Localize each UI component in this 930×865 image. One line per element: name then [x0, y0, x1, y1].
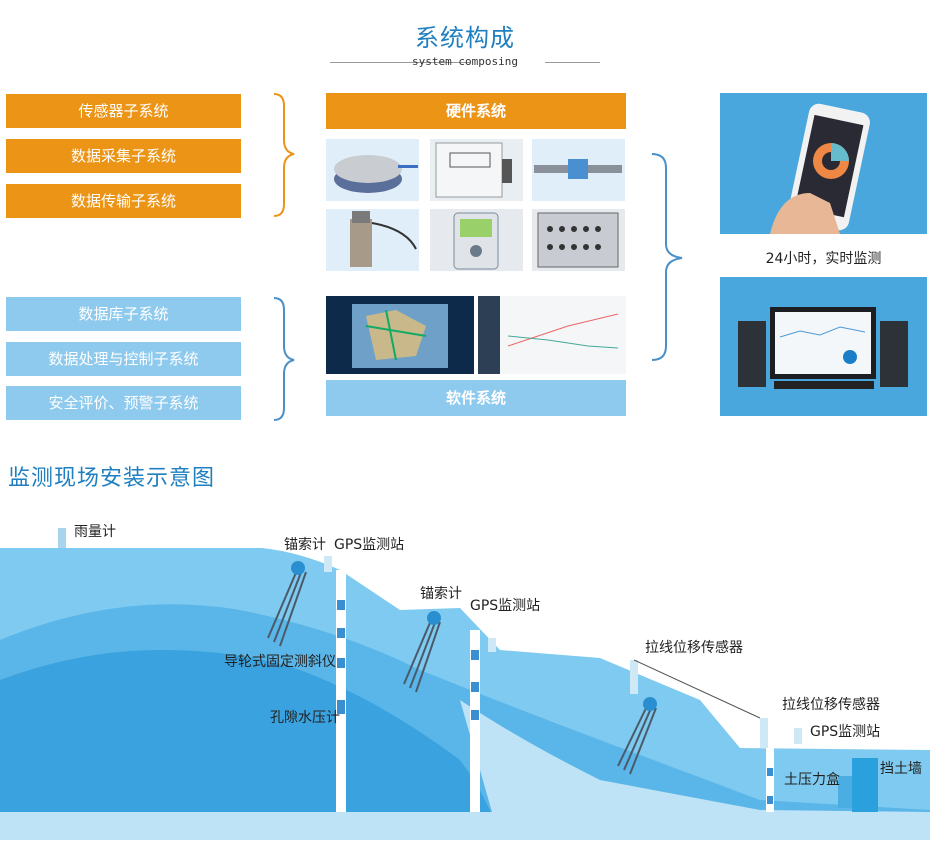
inclinometer-label: 导轮式固定测斜仪 — [224, 654, 336, 670]
retaining-wall-label: 挡土墙 — [880, 761, 922, 777]
acquisition-subsystem-box: 数据采集子系统 — [6, 139, 241, 173]
database-subsystem-box: 数据库子系统 — [6, 297, 241, 331]
hardware-system-bar: 硬件系统 — [326, 93, 626, 129]
borehole-3 — [766, 746, 774, 836]
rain-gauge-label: 雨量计 — [74, 524, 116, 540]
strain-sensor-image — [532, 139, 625, 201]
smartphone-icon — [770, 103, 870, 234]
anchor-head-2 — [427, 611, 441, 625]
warning-subsystem-box: 安全评价、预警子系统 — [6, 386, 241, 420]
orange-brace — [273, 93, 295, 217]
page-title: 系统构成 — [415, 24, 515, 52]
gps-station-3-icon — [794, 728, 802, 744]
wire-sensor-post-1 — [630, 660, 638, 694]
borehole-2 — [470, 630, 480, 840]
title-divider-right — [545, 62, 600, 63]
gps-station-label-3: GPS监测站 — [810, 724, 881, 740]
section-title: 监测现场安装示意图 — [8, 466, 216, 491]
displacement-wire — [633, 659, 761, 719]
slope-bottom-layer — [460, 700, 930, 840]
slope-illustration — [0, 528, 930, 840]
tension-sensor-image — [326, 209, 419, 271]
anchor-cable-1 — [267, 567, 307, 647]
gps-station-label-2: GPS监测站 — [470, 598, 541, 614]
gps-station-1-icon — [324, 556, 332, 572]
realtime-caption: 24小时，实时监测 — [765, 251, 882, 267]
wire-sensor-post-2 — [760, 718, 768, 748]
desktop-panel — [720, 277, 927, 416]
anchor-meter-label-1: 锚索计 — [284, 537, 326, 553]
map-software-screenshot — [326, 296, 474, 374]
anchor-cable-2 — [403, 617, 441, 693]
page-subtitle: system composing — [412, 55, 518, 68]
slope-bedrock-layer — [0, 650, 500, 840]
retaining-wall — [852, 758, 878, 814]
gps-station-label-1: GPS监测站 — [334, 537, 405, 553]
right-brace — [651, 153, 683, 361]
earth-pressure-label: 土压力盒 — [784, 772, 840, 788]
anchor-meter-label-2: 锚索计 — [420, 586, 462, 602]
blue-brace — [273, 297, 295, 421]
processing-subsystem-box: 数据处理与控制子系统 — [6, 342, 241, 376]
group-braces — [273, 93, 295, 421]
chart-software-screenshot — [478, 296, 626, 374]
data-logger-image — [430, 139, 523, 201]
anchor-head-3 — [643, 697, 657, 711]
computer-icon — [738, 307, 908, 389]
anchor-cable-3 — [617, 703, 657, 775]
transmission-subsystem-box: 数据传输子系统 — [6, 184, 241, 218]
anchor-head-1 — [291, 561, 305, 575]
title-divider-left — [330, 62, 470, 63]
handheld-reader-image — [430, 209, 523, 271]
software-system-bar: 软件系统 — [326, 380, 626, 416]
wire-sensor-label-2: 拉线位移传感器 — [782, 697, 880, 713]
rain-gauge-icon — [58, 528, 66, 548]
mobile-app-panel — [720, 93, 927, 234]
multichannel-logger-image — [532, 209, 625, 271]
gps-station-2-icon — [488, 638, 496, 652]
piezometer-label: 孔隙水压计 — [270, 710, 340, 726]
load-cell-image — [326, 139, 419, 201]
wire-sensor-label-1: 拉线位移传感器 — [645, 640, 743, 656]
sensor-subsystem-box: 传感器子系统 — [6, 94, 241, 128]
